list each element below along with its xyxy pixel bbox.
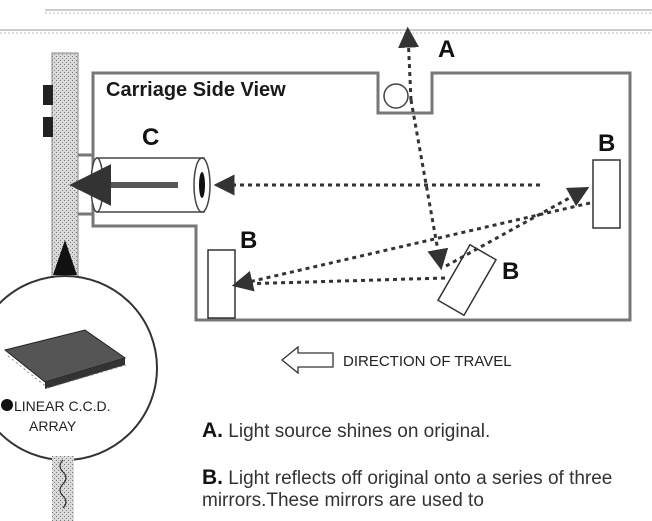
diagram-title: Carriage Side View <box>106 79 286 101</box>
bar-tab-top <box>43 85 53 105</box>
legend-b-key: B. <box>202 466 223 489</box>
mirror-middle <box>436 243 498 317</box>
direction-arrow-icon <box>280 345 334 375</box>
legend-a-key: A. <box>202 419 223 442</box>
label-c: C <box>142 124 159 151</box>
legend-item-b: B. Light reflects off original onto a se… <box>202 467 642 512</box>
pointer-triangle <box>53 240 77 275</box>
label-b-left: B <box>240 227 257 254</box>
legend-a-text: Light source shines on original. <box>228 421 491 442</box>
carriage-housing <box>91 71 632 322</box>
mirror-right <box>592 159 621 229</box>
label-b-middle: B <box>502 258 519 285</box>
ccd-chip-icon <box>3 329 127 389</box>
header-rules <box>0 9 652 34</box>
mirror-left <box>207 249 236 319</box>
bar-tab-bottom <box>43 117 53 137</box>
light-path <box>213 26 591 292</box>
ccd-magnifier: LINEAR C.C.D. ARRAY <box>0 275 158 461</box>
light-source-icon <box>383 83 409 109</box>
label-a: A <box>438 36 455 63</box>
label-b-right: B <box>598 130 615 157</box>
ccd-label-line2: ARRAY <box>29 418 77 434</box>
legend-b-text: Light reflects off original onto a serie… <box>202 468 613 511</box>
cable-wire <box>59 459 67 509</box>
direction-label: DIRECTION OF TRAVEL <box>343 353 512 370</box>
bar-connector <box>78 153 93 216</box>
legend-item-a: A. Light source shines on original. <box>202 420 642 443</box>
ccd-cable <box>52 456 74 521</box>
ccd-label-line1: LINEAR C.C.D. <box>14 398 110 414</box>
